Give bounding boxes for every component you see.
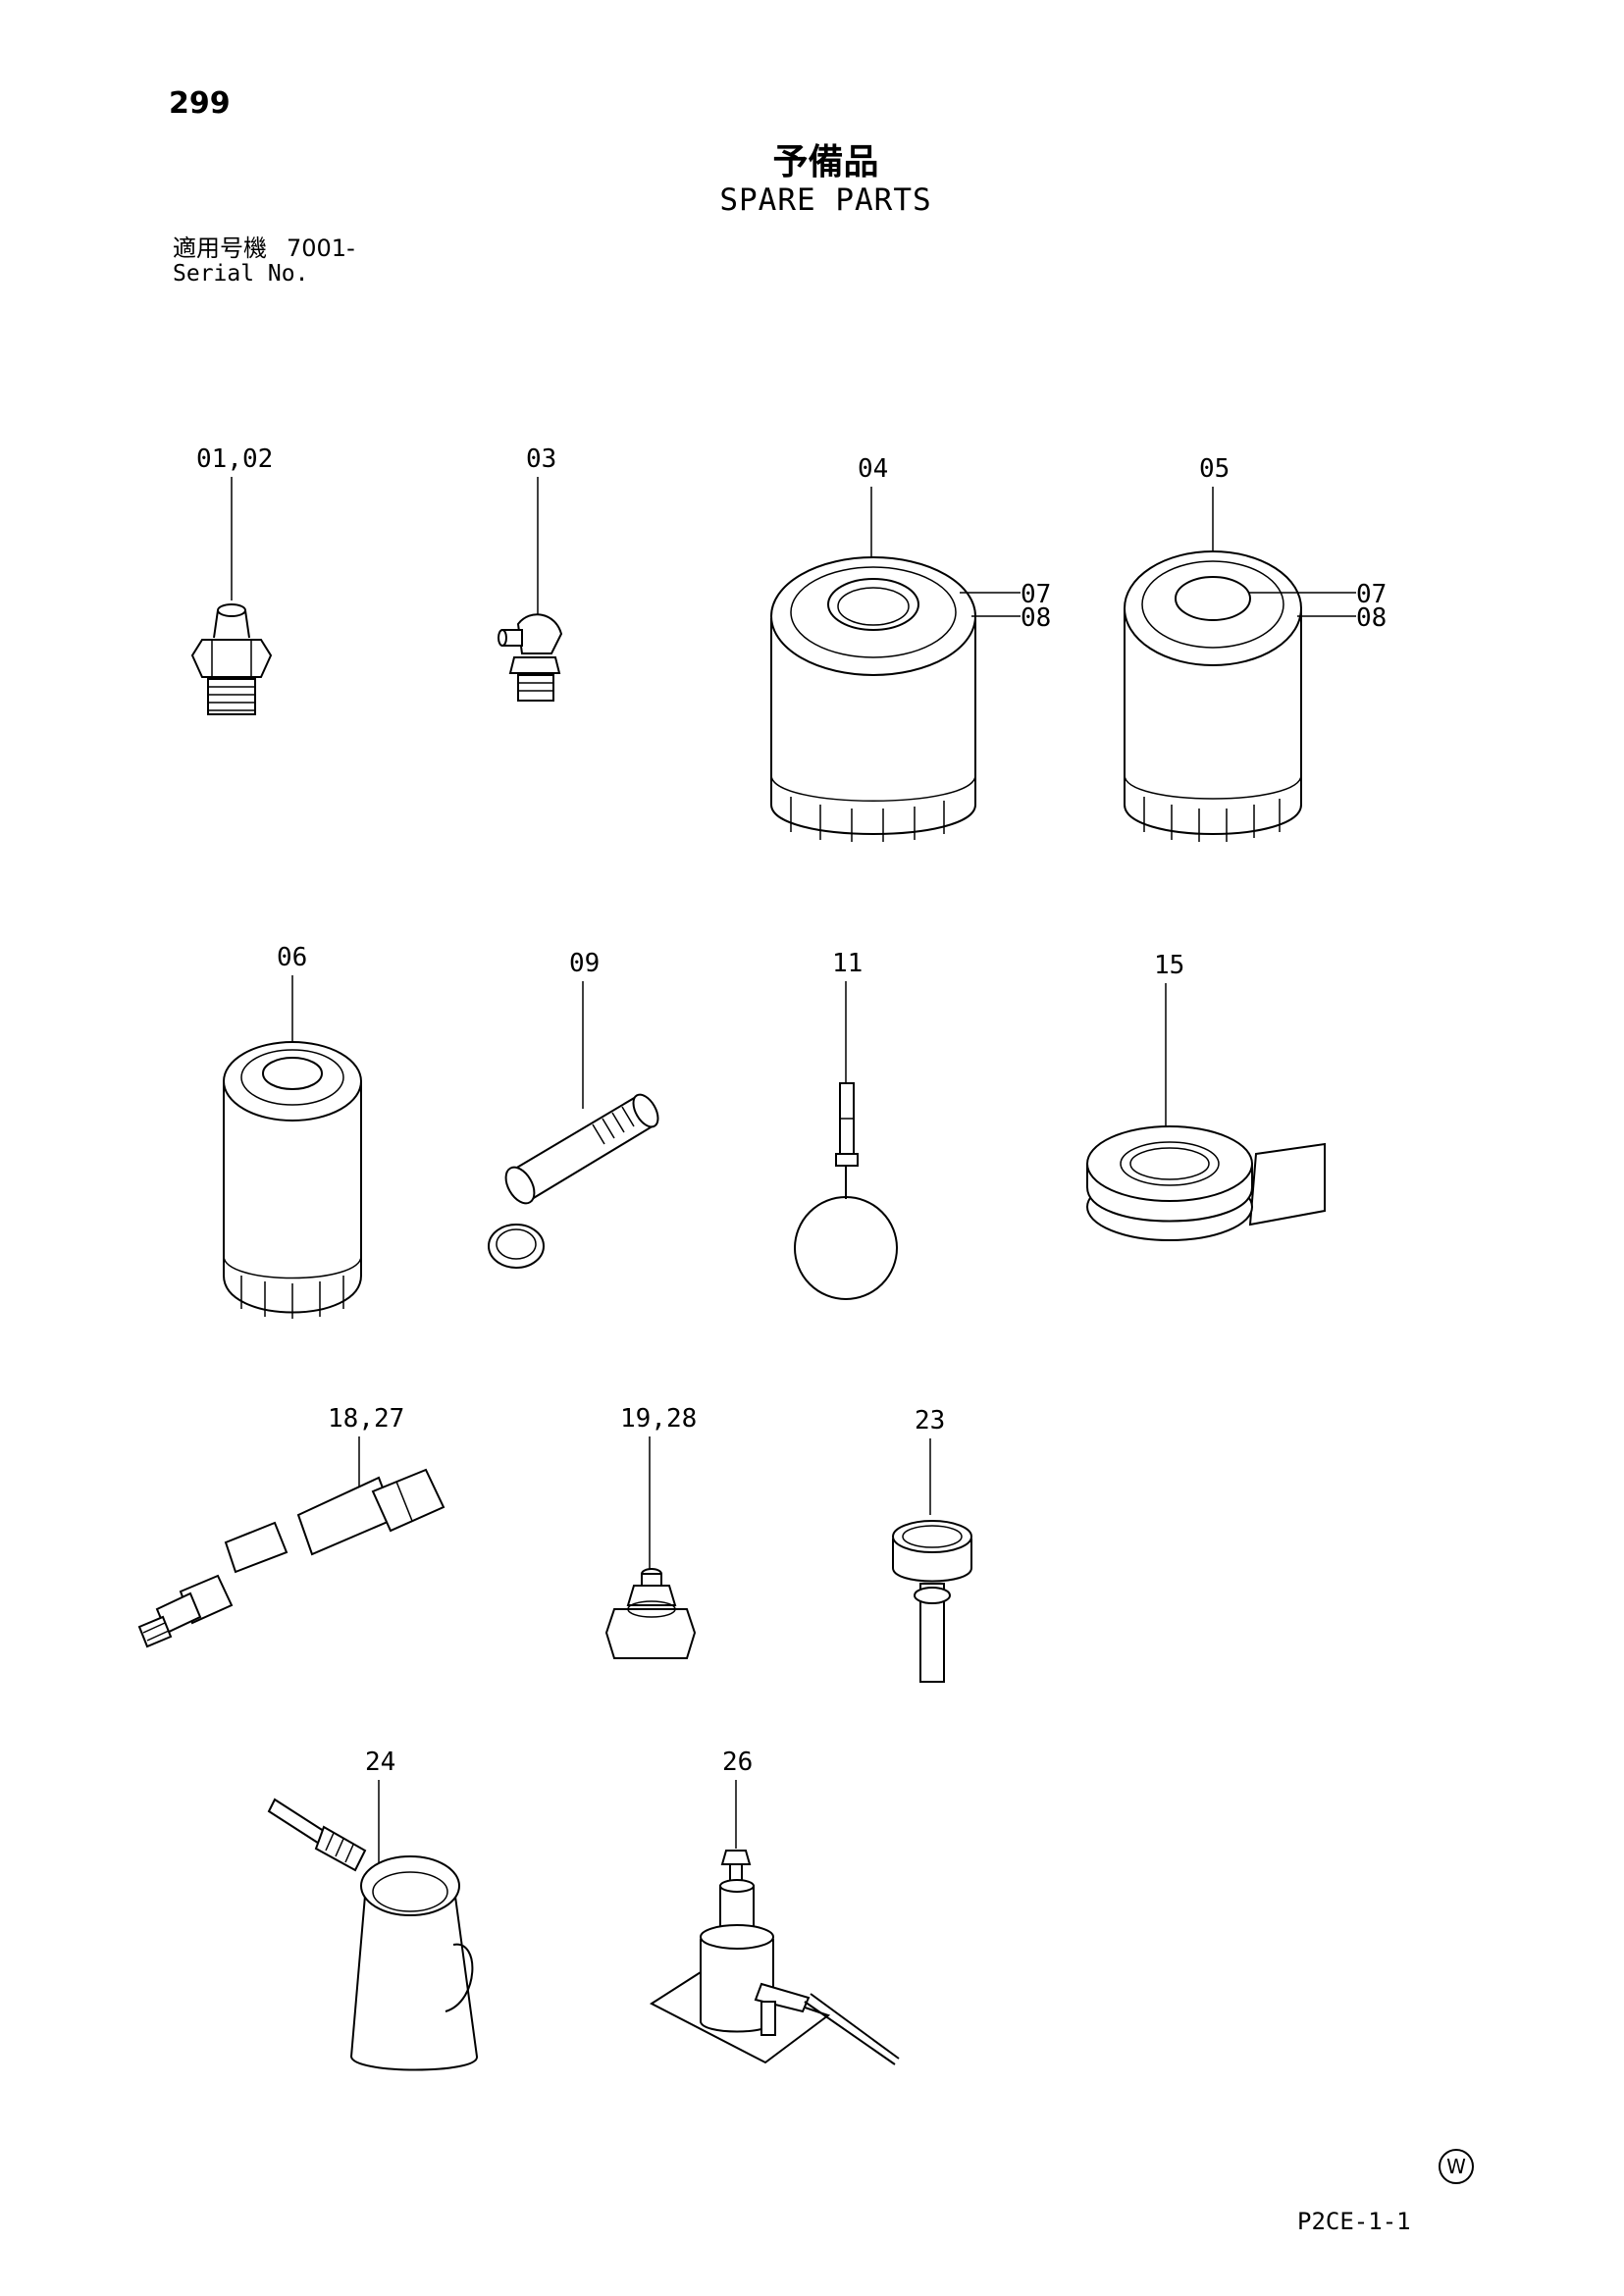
part-dipstick-11: 11 [794,949,898,1300]
callout-15: 15 [1154,951,1184,980]
part-hose-fitting-18-27: 18,27 [137,1404,445,1648]
callout-09: 09 [569,949,600,978]
callout-04: 04 [858,454,888,484]
part-oil-can-24: 24 [267,1748,479,2071]
callout-23: 23 [915,1406,945,1435]
callout-08-right: 08 [1356,603,1387,633]
callout-01-02: 01,02 [196,444,273,474]
page-number: 299 [169,86,231,121]
part-grease-nipple-angled: 03 [498,444,563,702]
callout-24: 24 [365,1748,395,1777]
callout-07-right: 07 [1356,580,1387,609]
part-filter-05: 05 07 08 [1124,454,1387,842]
callout-19-28: 19,28 [620,1404,697,1434]
part-funnel-23: 23 [892,1406,972,1683]
serial-row-jp: 適用号機 7001- [173,235,375,261]
part-jack-26: 26 [650,1748,900,2065]
serial-label-en: Serial No. [173,261,309,287]
part-grease-nipple-straight: 01,02 [190,444,273,715]
part-fitting-19-28: 19,28 [604,1404,697,1659]
callout-08-left: 08 [1021,603,1051,633]
callout-26: 26 [722,1748,753,1777]
callout-06: 06 [277,943,307,972]
part-filter-06: 06 [223,943,362,1319]
serial-value: 7001- [287,235,355,262]
serial-applicability: 適用号機 7001- Serial No. [173,235,375,287]
page-title-english: SPARE PARTS [719,183,932,218]
watermark-icon: W [1439,2149,1474,2184]
callout-03: 03 [526,444,556,474]
callout-05: 05 [1199,454,1230,484]
callout-18-27: 18,27 [328,1404,404,1434]
part-seal-tape-15: 15 [1086,951,1326,1241]
part-filter-04: 04 07 08 [770,454,1051,842]
document-code: P2CE-1-1 [1297,2208,1411,2235]
serial-label-jp: 適用号機 [173,235,267,262]
part-strainer-09: 09 [488,949,659,1269]
callout-07-left: 07 [1021,580,1051,609]
callout-11: 11 [832,949,863,978]
page-title-japanese: 予備品 [772,142,879,183]
